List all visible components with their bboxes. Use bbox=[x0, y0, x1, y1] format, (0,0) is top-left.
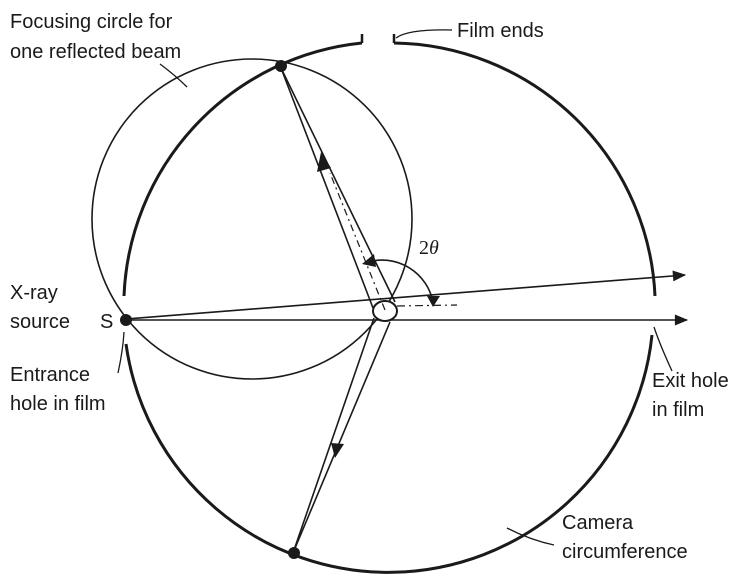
upper-beam-centre-line bbox=[329, 172, 386, 311]
xray-source-label-line1: X-ray bbox=[10, 282, 58, 304]
lower-beam-arrowhead bbox=[331, 443, 344, 458]
exit-hole-leader bbox=[653, 326, 673, 372]
two-theta-arrow-up bbox=[362, 254, 376, 267]
focusing-circle-label-line1: Focusing circle for bbox=[10, 11, 173, 33]
sample-specimen bbox=[372, 300, 398, 322]
upper-reflected-beam-right-edge bbox=[280, 67, 396, 303]
source-letter-label: S bbox=[100, 311, 113, 333]
sample-axis-line bbox=[396, 304, 458, 307]
upper-reflected-beam-left-edge bbox=[280, 67, 374, 309]
two-theta-angle-arc bbox=[367, 259, 434, 303]
camera-film-right-arc bbox=[393, 41, 657, 297]
focusing-circle bbox=[91, 58, 413, 380]
camera-film-lower-right-arc bbox=[124, 334, 654, 574]
focusing-circle-leader bbox=[159, 63, 188, 88]
exit-hole-label-line2: in film bbox=[652, 399, 704, 421]
exit-hole-label-line1: Exit hole bbox=[652, 370, 729, 392]
xray-source-label-line2: source bbox=[10, 311, 70, 333]
lower-reflected-beam-right-edge bbox=[292, 321, 391, 554]
lower-focus-point bbox=[288, 547, 300, 559]
two-theta-coefficient: 2 bbox=[419, 237, 429, 259]
theta-symbol: θ bbox=[429, 237, 439, 259]
camera-film-upper-left-arc bbox=[122, 41, 363, 297]
two-theta-label: 2θ bbox=[419, 237, 439, 259]
upper-focus-point bbox=[275, 60, 287, 72]
entrance-hole-label-line1: Entrance bbox=[10, 364, 90, 386]
film-ends-label: Film ends bbox=[457, 20, 544, 42]
two-theta-arrow-down bbox=[427, 296, 440, 307]
upper-beam-arrowhead bbox=[317, 152, 331, 172]
entrance-hole-leader bbox=[117, 331, 125, 374]
camera-circumference-leader bbox=[506, 527, 555, 546]
entrance-hole-label-line2: hole in film bbox=[10, 393, 106, 415]
xray-source-point bbox=[120, 314, 132, 326]
lower-reflected-beam-left-edge bbox=[292, 317, 375, 554]
camera-circumference-label-line2: circumference bbox=[562, 541, 688, 563]
incident-beam-upper bbox=[125, 270, 687, 320]
film-ends-leader bbox=[395, 29, 453, 39]
camera-circumference-label-line1: Camera bbox=[562, 512, 634, 534]
focusing-circle-label-line2: one reflected beam bbox=[10, 41, 181, 63]
